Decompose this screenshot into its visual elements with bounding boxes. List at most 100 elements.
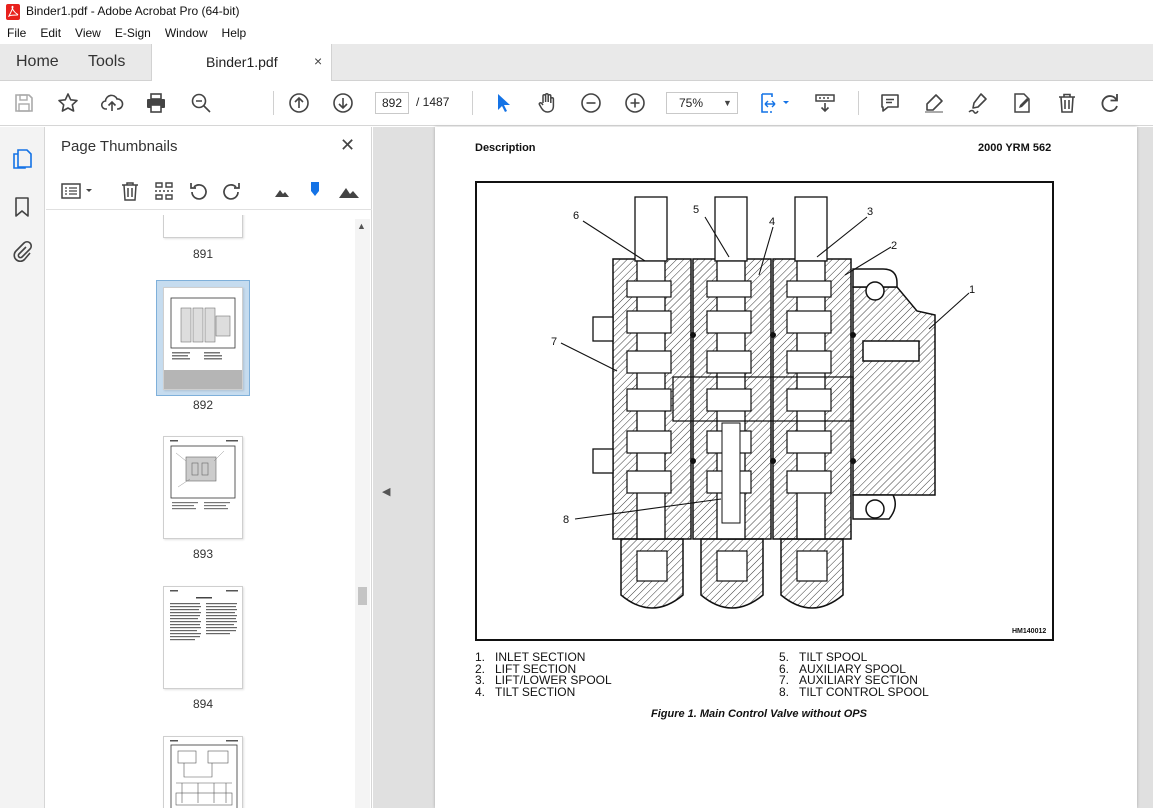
- inlet-section-body: [852, 286, 936, 496]
- hand-icon[interactable]: [535, 91, 559, 115]
- fit-page-icon[interactable]: [758, 91, 794, 115]
- callout-5: 5: [693, 204, 699, 216]
- save-icon[interactable]: [12, 91, 36, 115]
- panel-title: Page Thumbnails: [61, 138, 178, 155]
- thumbnail-page-next[interactable]: [163, 736, 243, 808]
- page-number-input[interactable]: 892: [375, 92, 409, 114]
- figure-caption: Figure 1. Main Control Valve without OPS: [651, 708, 867, 720]
- callout-3: 3: [867, 206, 873, 218]
- search-zoom-icon[interactable]: [189, 91, 213, 115]
- close-tab-icon[interactable]: ×: [314, 53, 323, 69]
- menu-edit[interactable]: Edit: [40, 26, 62, 40]
- title-bar: Binder1.pdf - Adobe Acrobat Pro (64-bit): [0, 0, 1153, 24]
- zoom-level-value: 75%: [679, 96, 704, 110]
- thumbnail-size-slider-icon[interactable]: [304, 180, 326, 202]
- thumbnail-label: 892: [192, 398, 214, 412]
- rotate-right-icon[interactable]: [221, 180, 243, 202]
- close-panel-icon[interactable]: ✕: [340, 135, 356, 155]
- attachment-icon[interactable]: [10, 240, 34, 264]
- edit-icon[interactable]: [1010, 91, 1034, 115]
- zoom-level-select[interactable]: 75% ▼: [666, 92, 738, 114]
- callout-1: 1: [969, 284, 975, 296]
- thumbnail-label: 891: [192, 247, 214, 261]
- redo-icon[interactable]: [1098, 91, 1122, 115]
- toolbar-separator: [472, 91, 473, 115]
- page-down-icon[interactable]: [331, 91, 355, 115]
- pdf-page: Description 2000 YRM 562: [435, 127, 1137, 808]
- menu-file[interactable]: File: [7, 26, 27, 40]
- legend-item: 4.TILT SECTION: [475, 684, 576, 699]
- trash-icon[interactable]: [1055, 91, 1079, 115]
- bookmark-icon[interactable]: [10, 195, 34, 219]
- callout-2: 2: [891, 240, 897, 252]
- thumbnails-scrollbar[interactable]: ▲: [355, 219, 370, 808]
- thumbnail-label: 893: [192, 547, 214, 561]
- menu-window[interactable]: Window: [164, 26, 208, 40]
- zoom-in-icon[interactable]: [623, 91, 647, 115]
- legend-right: 5.TILT SPOOL 6.AUXILIARY SPOOL 7.AUXILIA…: [779, 650, 929, 699]
- legend-item: 8.TILT CONTROL SPOOL: [779, 684, 929, 699]
- document-viewer[interactable]: ◀ Description 2000 YRM 562: [373, 127, 1153, 808]
- page-up-icon[interactable]: [287, 91, 311, 115]
- scroll-up-arrow-icon[interactable]: ▲: [357, 221, 366, 231]
- menu-esign[interactable]: E-Sign: [114, 26, 151, 40]
- thumbnail-page-893[interactable]: [163, 436, 243, 539]
- highlight-icon[interactable]: [922, 91, 946, 115]
- legend-item: 2.LIFT SECTION: [475, 661, 577, 676]
- callout-8: 8: [563, 514, 569, 526]
- collapse-panel-icon[interactable]: ◀: [382, 486, 391, 498]
- menu-bar: File Edit View E-Sign Window Help: [0, 24, 1153, 44]
- delete-page-icon[interactable]: [119, 180, 141, 202]
- star-icon[interactable]: [56, 91, 80, 115]
- figure-code: HM140012: [1012, 628, 1047, 635]
- thumbnail-label: 894: [192, 697, 214, 711]
- valve-figure: 6 5 4 3 2 1 7 8 HM140012: [475, 181, 1054, 641]
- legend-item: 3.LIFT/LOWER SPOOL: [475, 673, 612, 687]
- page-total: / 1487: [416, 95, 450, 109]
- thumbnails-list[interactable]: 891 892 893: [46, 215, 356, 808]
- left-rail: [0, 127, 45, 808]
- callout-7: 7: [551, 336, 557, 348]
- print-icon[interactable]: [144, 91, 168, 115]
- toolbar: 892 / 1487 75% ▼: [0, 81, 1153, 126]
- tab-home[interactable]: Home: [16, 53, 59, 70]
- thumbnail-page-891[interactable]: [163, 215, 243, 238]
- zoom-out-icon[interactable]: [579, 91, 603, 115]
- toolbar-separator: [273, 91, 274, 115]
- select-cursor-icon[interactable]: [491, 91, 515, 115]
- sign-icon[interactable]: [966, 91, 990, 115]
- thumbnails-panel: Page Thumbnails ✕ 891: [46, 127, 372, 808]
- tab-tools[interactable]: Tools: [88, 53, 126, 70]
- legend-item: 1.INLET SECTION: [475, 650, 586, 664]
- thumbnail-page-894[interactable]: [163, 586, 243, 689]
- legend-left: 1.INLET SECTION 2.LIFT SECTION 3.LIFT/LO…: [475, 650, 612, 699]
- toolbar-separator: [858, 91, 859, 115]
- panel-toolbar: [46, 172, 372, 210]
- acrobat-app-icon: [6, 4, 20, 20]
- scroll-mode-icon[interactable]: [813, 91, 837, 115]
- page-header-right: 2000 YRM 562: [978, 142, 1052, 154]
- window-title: Binder1.pdf - Adobe Acrobat Pro (64-bit): [26, 4, 240, 18]
- tab-bar: Home Tools Binder1.pdf ×: [0, 44, 1153, 82]
- tab-document[interactable]: Binder1.pdf ×: [151, 44, 332, 82]
- extract-pages-icon[interactable]: [153, 180, 175, 202]
- legend-item: 5.TILT SPOOL: [779, 650, 868, 664]
- legend-item: 6.AUXILIARY SPOOL: [779, 661, 906, 676]
- document-tab-label: Binder1.pdf: [206, 54, 278, 70]
- thumbnail-page-892[interactable]: [163, 287, 243, 390]
- legend-item: 7.AUXILIARY SECTION: [779, 673, 918, 687]
- menu-help[interactable]: Help: [221, 26, 247, 40]
- callout-6: 6: [573, 210, 579, 222]
- page-thumbnails-icon[interactable]: [10, 147, 34, 171]
- scrollbar-thumb[interactable]: [358, 587, 367, 605]
- page-header-left: Description: [475, 142, 536, 154]
- chevron-down-icon: ▼: [723, 98, 732, 108]
- options-menu-icon[interactable]: [60, 180, 96, 202]
- comment-icon[interactable]: [878, 91, 902, 115]
- thumbnail-small-icon[interactable]: [271, 180, 293, 202]
- rotate-left-icon[interactable]: [187, 180, 209, 202]
- thumbnail-large-icon[interactable]: [338, 180, 360, 202]
- upload-icon[interactable]: [100, 91, 124, 115]
- callout-4: 4: [769, 216, 775, 228]
- menu-view[interactable]: View: [75, 26, 101, 40]
